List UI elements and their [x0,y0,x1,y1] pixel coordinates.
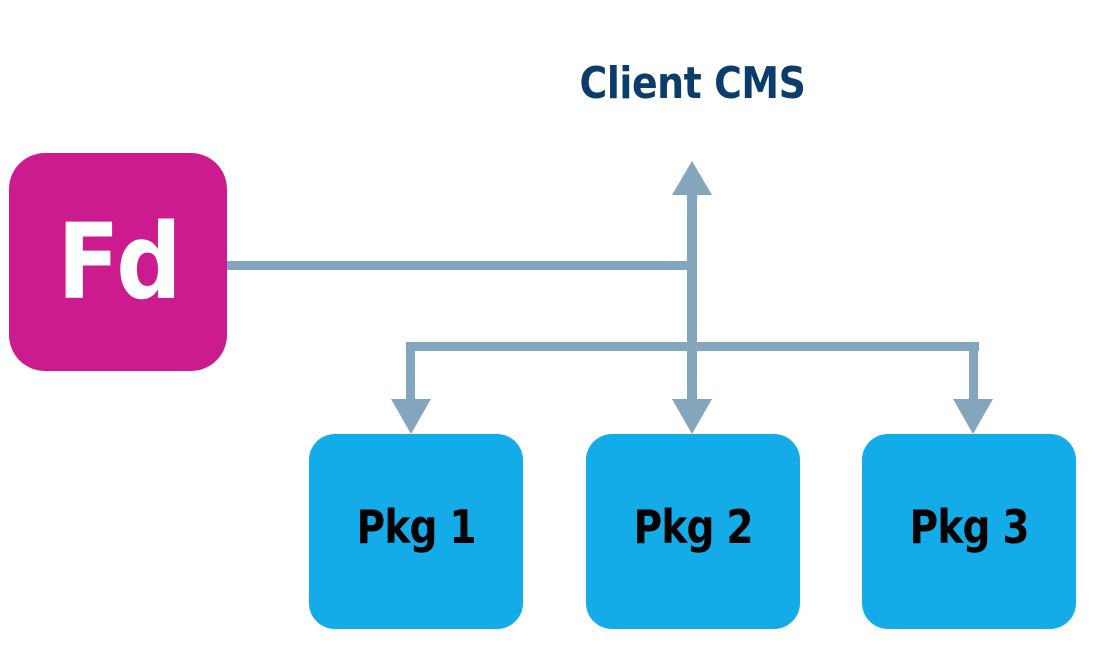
package-node-3: Pkg 3 [862,434,1076,629]
connector-fd-to-trunk [227,261,697,270]
arrowhead-up-client-cms [672,161,712,195]
connector-branch [406,342,979,351]
connector-branch-pkg-1 [406,342,415,404]
package-label: Pkg 2 [633,499,753,554]
package-label: Pkg 3 [909,499,1029,554]
arrowhead-down-pkg-2 [672,399,712,434]
client-cms-label: Client CMS [579,58,806,109]
package-node-2: Pkg 2 [586,434,800,629]
connector-trunk [687,192,697,402]
package-label: Pkg 1 [356,499,476,554]
connector-branch-pkg-3 [969,342,978,404]
fd-source-label: Fd [57,201,183,323]
package-node-1: Pkg 1 [309,434,523,629]
fd-source-node: Fd [9,153,227,371]
arrowhead-down-pkg-1 [391,399,431,434]
arrowhead-down-pkg-3 [953,399,993,434]
